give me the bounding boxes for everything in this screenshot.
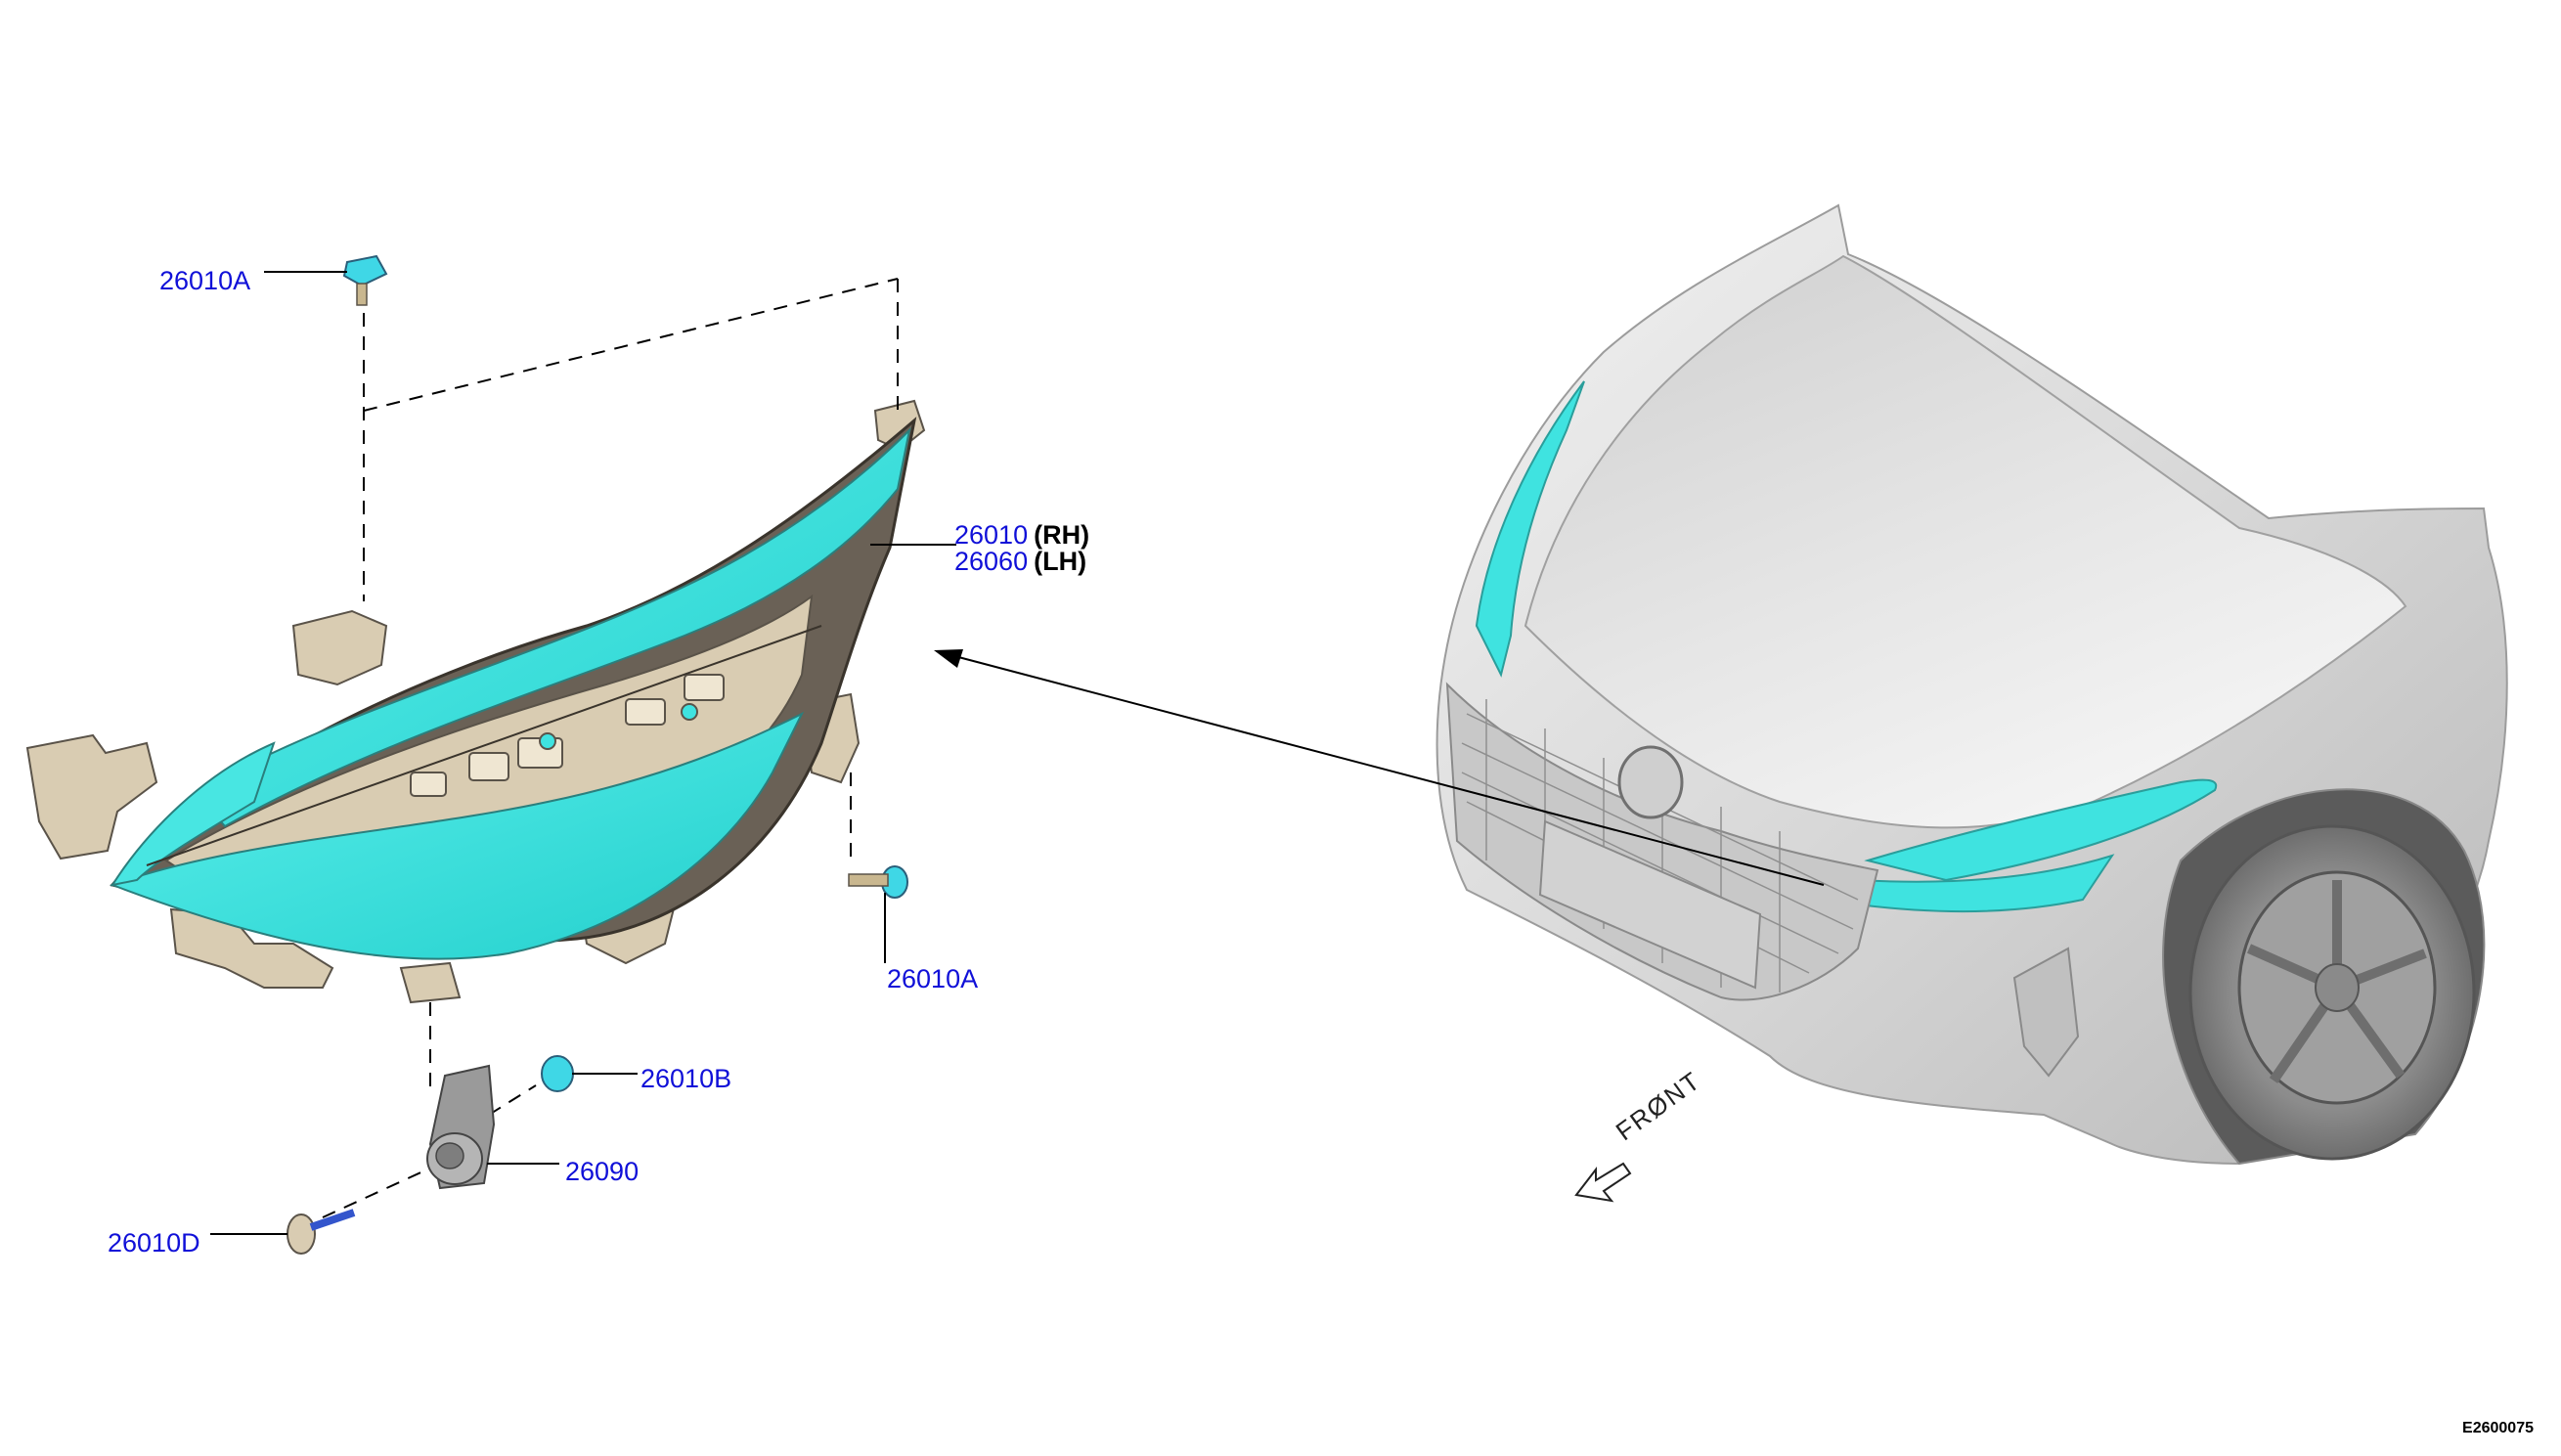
- vehicle-lamp-right: [1864, 778, 2218, 882]
- diagram-code: E2600075: [2462, 1420, 2534, 1436]
- vehicle-hood: [1523, 254, 2407, 829]
- vehicle-lamp-right-lower: [1857, 854, 2115, 912]
- mounting-guides: [322, 278, 899, 1218]
- housing-bracket-left: [25, 733, 158, 860]
- lens-upper: [194, 426, 911, 828]
- callout-26010-rh: 26010(RH): [954, 522, 1089, 549]
- screw-26010d: [287, 1209, 356, 1255]
- housing-bracket-top: [291, 609, 388, 686]
- callout-26010-number: 26010: [954, 520, 1029, 550]
- callout-26090: 26090: [565, 1157, 640, 1186]
- actuator-26090: [426, 1064, 496, 1190]
- callout-26010a-bottom: 26010A: [887, 964, 979, 993]
- callout-26010a-top: 26010A: [159, 266, 251, 295]
- clip-26010a-bottom: [848, 865, 908, 899]
- leader-lines: [210, 271, 956, 1235]
- callout-26010b: 26010B: [640, 1064, 732, 1093]
- vehicle-lamp-left: [1475, 380, 1585, 678]
- callout-rh-side: (RH): [1034, 520, 1090, 550]
- clip-26010b: [541, 1055, 574, 1092]
- lens-main: [110, 711, 805, 960]
- callout-26060-lh: 26060(LH): [954, 549, 1086, 575]
- housing-bracket-bottom-small: [399, 961, 462, 1004]
- lamp-modules: [410, 674, 725, 797]
- vehicle-wheel-hub: [2315, 963, 2360, 1012]
- callout-lh-side: (LH): [1034, 547, 1087, 576]
- reference-arrow: [934, 649, 1825, 886]
- callout-26060-number: 26060: [954, 547, 1029, 576]
- clip-26010a-top: [342, 254, 388, 306]
- vehicle-front: [1435, 203, 2508, 1166]
- vehicle-emblem: [1617, 745, 1684, 819]
- vehicle-bumper-vent: [2012, 947, 2080, 1078]
- headlamp-assembly: [25, 399, 926, 1004]
- front-arrow-icon: [1574, 1162, 1632, 1203]
- housing-seam: [146, 625, 822, 866]
- vehicle-plate-area: [1538, 819, 1762, 990]
- callout-26010d: 26010D: [108, 1228, 200, 1257]
